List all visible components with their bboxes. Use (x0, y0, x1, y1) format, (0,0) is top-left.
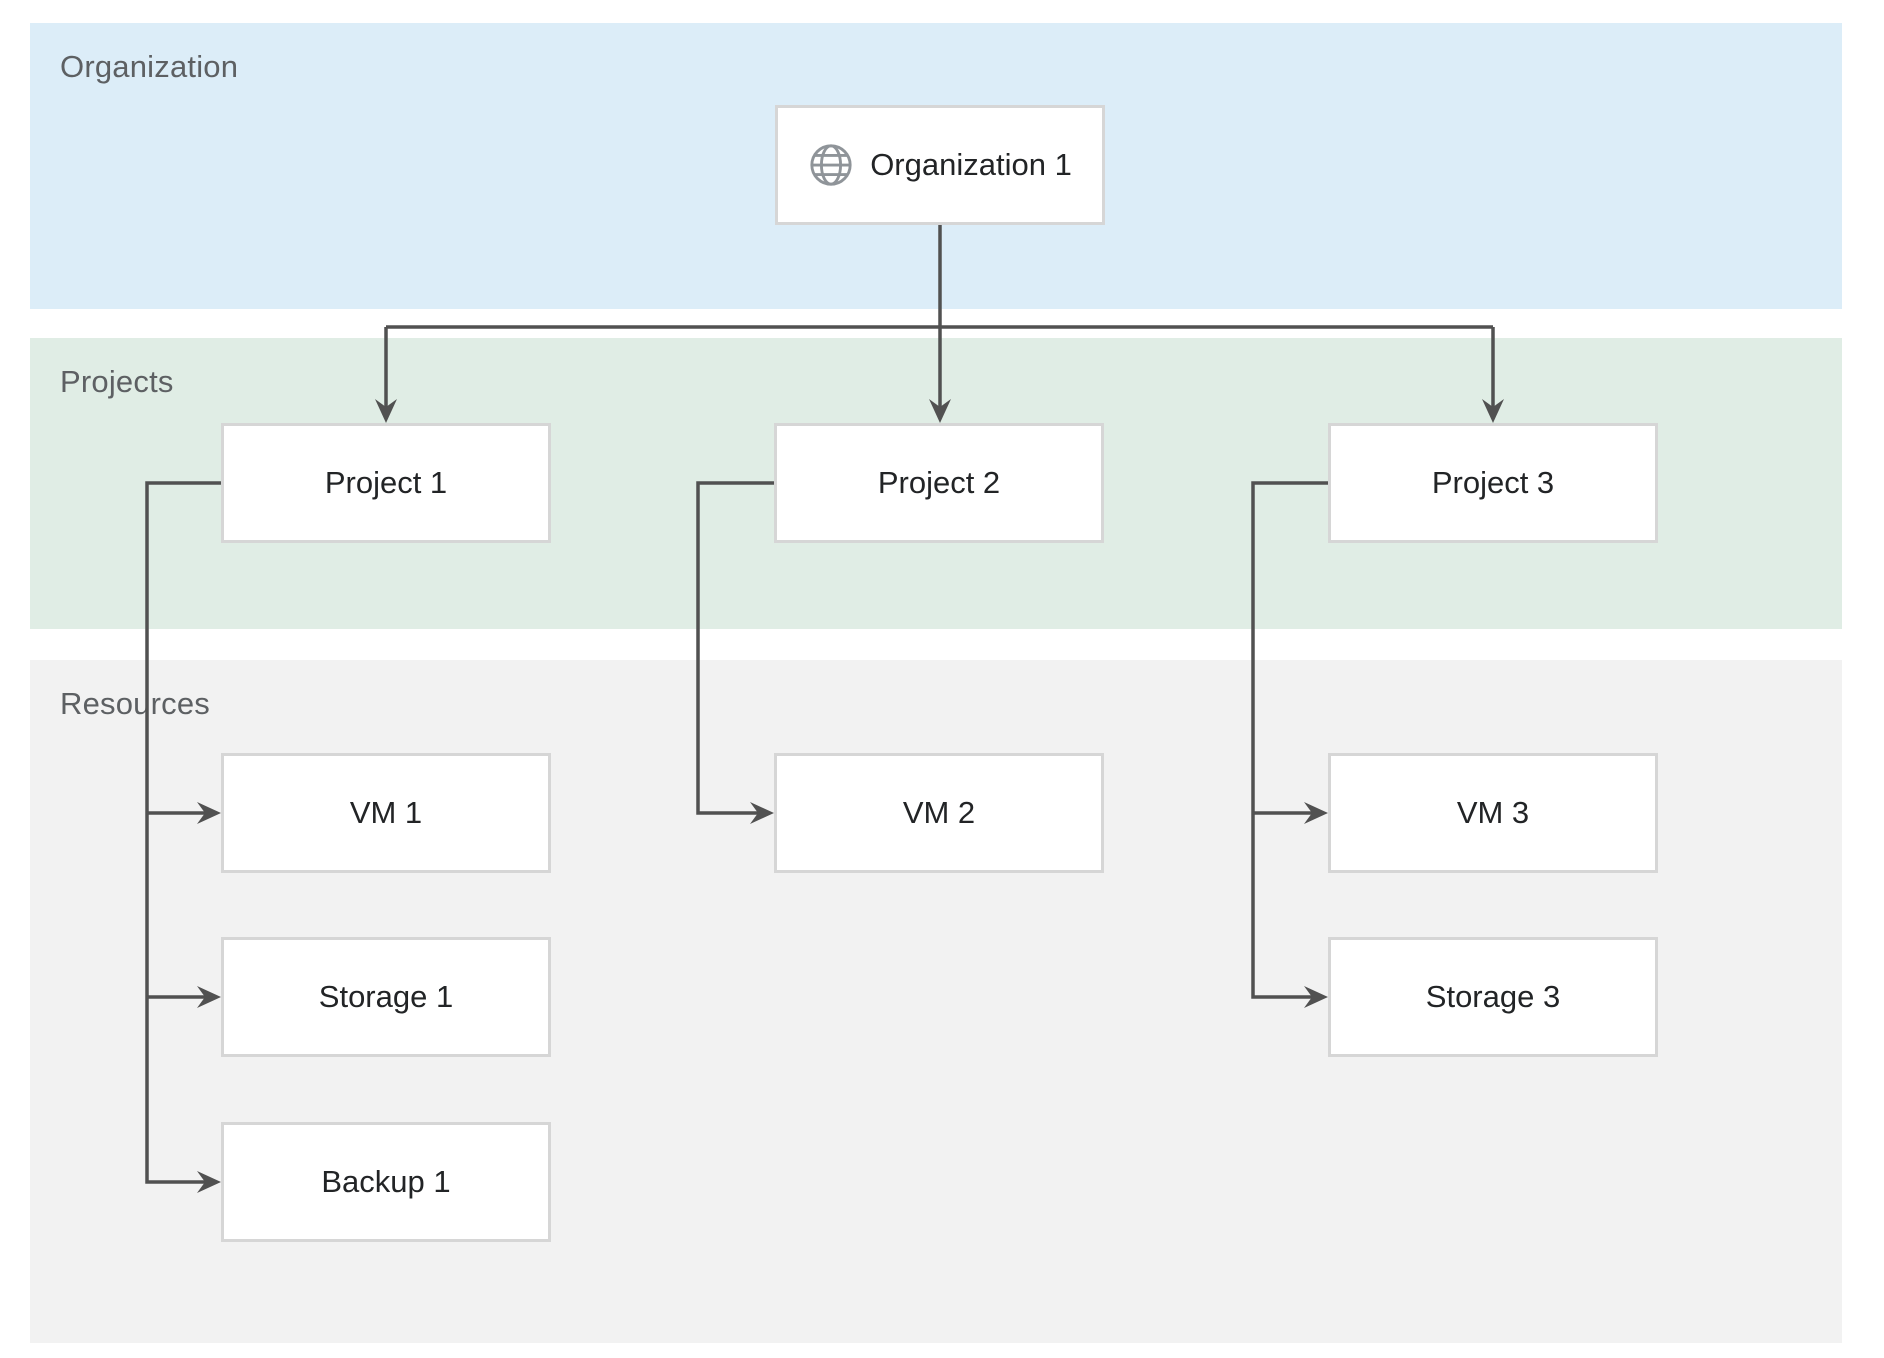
node-label: Project 3 (1431, 465, 1555, 500)
node-project-1[interactable]: Project 1 (221, 423, 551, 543)
node-label: VM 1 (349, 795, 423, 830)
node-label: Storage 1 (318, 979, 454, 1014)
node-backup-1[interactable]: Backup 1 (221, 1122, 551, 1242)
node-label: Project 2 (877, 465, 1001, 500)
node-vm-3[interactable]: VM 3 (1328, 753, 1658, 873)
node-storage-3[interactable]: Storage 3 (1328, 937, 1658, 1057)
globe-icon (810, 144, 852, 186)
node-project-2[interactable]: Project 2 (774, 423, 1104, 543)
node-label: Storage 3 (1425, 979, 1561, 1014)
node-label: Organization 1 (870, 147, 1072, 182)
node-vm-1[interactable]: VM 1 (221, 753, 551, 873)
node-label: Backup 1 (321, 1164, 451, 1199)
resources-band-label: Resources (60, 686, 210, 721)
node-organization-1[interactable]: Organization 1 (775, 105, 1105, 225)
organization-band-label: Organization (60, 49, 239, 84)
node-label: Project 1 (324, 465, 448, 500)
node-project-3[interactable]: Project 3 (1328, 423, 1658, 543)
projects-band-label: Projects (60, 364, 174, 399)
node-label: VM 2 (902, 795, 976, 830)
node-label: VM 3 (1456, 795, 1530, 830)
node-storage-1[interactable]: Storage 1 (221, 937, 551, 1057)
node-vm-2[interactable]: VM 2 (774, 753, 1104, 873)
